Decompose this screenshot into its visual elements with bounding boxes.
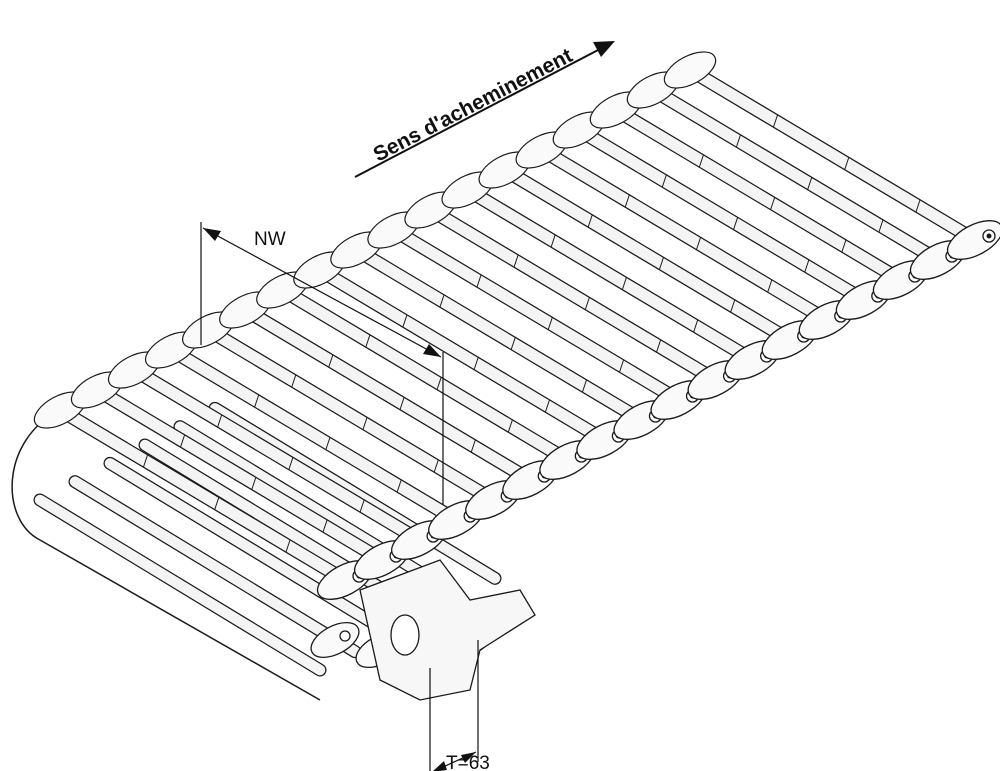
back-chain	[33, 51, 717, 429]
roller-segment-joint	[584, 297, 590, 310]
roller-segment-joint	[214, 497, 220, 510]
nw-dimension	[200, 222, 444, 505]
roller-segment-joint	[767, 279, 773, 293]
roller-segment-joint	[476, 274, 482, 288]
roller-segment-joint	[143, 454, 148, 468]
roller-segment-joint	[322, 519, 328, 533]
roller-segment-joint	[396, 479, 402, 493]
roller	[239, 304, 537, 486]
roller-segment-joint	[770, 197, 776, 210]
roller-segment-joint	[661, 174, 667, 188]
chain-pin-center	[986, 233, 992, 239]
roller	[684, 64, 981, 246]
roller	[165, 344, 462, 526]
roller	[536, 144, 833, 326]
roller-segment-joint	[619, 359, 625, 373]
roller-segment-joint	[624, 194, 630, 208]
roller-segment-joint	[730, 299, 736, 313]
roller-segment-joint	[510, 337, 516, 350]
roller	[313, 264, 611, 446]
roller-segment-joint	[841, 239, 847, 253]
return-strand	[11, 401, 502, 701]
roller-segment-joint	[362, 417, 368, 430]
roller-segment-joint	[696, 237, 701, 250]
roller	[128, 364, 425, 546]
roller	[461, 184, 759, 366]
roller-segment-joint	[180, 434, 186, 448]
return-roller	[104, 458, 396, 639]
roller-segment-joint	[878, 219, 884, 233]
roller-segment-joint	[365, 334, 371, 348]
roller-segment-joint	[693, 319, 699, 333]
roller-segment-joint	[436, 377, 442, 390]
roller-segment-joint	[217, 414, 223, 428]
roller-segment-joint	[915, 199, 921, 213]
roller-segment-joint	[254, 394, 260, 408]
pitch-label: T=63	[446, 753, 490, 771]
roller-segment-joint	[658, 257, 664, 270]
drive-sprocket	[359, 559, 536, 701]
roller-segment-joint	[291, 374, 297, 388]
roller-segment-joint	[433, 459, 439, 473]
chain-plate	[663, 51, 717, 89]
roller	[202, 324, 499, 506]
roller-segment-joint	[735, 134, 741, 148]
roller	[387, 224, 685, 406]
roller-segment-joint	[288, 457, 294, 470]
roller-segment-joint	[513, 254, 519, 268]
roller-segment-joint	[439, 294, 445, 308]
return-roller	[34, 494, 326, 676]
roller-segment-joint	[587, 214, 593, 228]
roller-segment-joint	[470, 439, 476, 453]
roller-segment-joint	[581, 379, 587, 393]
roller-segment-joint	[328, 354, 334, 368]
roller-segment-joint	[359, 499, 365, 513]
roller	[276, 284, 574, 466]
rollers	[53, 63, 982, 587]
roller-segment-joint	[285, 539, 291, 553]
roller	[573, 124, 870, 306]
roller	[424, 204, 722, 386]
roller	[350, 244, 648, 426]
roller-segment-joint	[325, 437, 331, 450]
roller-segment-joint	[402, 314, 408, 328]
roller	[647, 84, 944, 266]
roller-segment-joint	[773, 114, 778, 128]
roller-segment-joint	[507, 419, 513, 433]
nw-label: NW	[254, 229, 286, 250]
roller-segment-joint	[399, 397, 405, 410]
return-roller	[69, 476, 361, 657]
shaft	[390, 614, 420, 656]
return-roller	[209, 403, 501, 584]
roller-segment-joint	[621, 277, 627, 290]
roller-segment-joint	[733, 217, 739, 230]
roller	[91, 384, 388, 566]
roller-segment-joint	[804, 259, 810, 273]
roller	[54, 404, 351, 586]
roller-segment-joint	[473, 357, 479, 370]
roller-segment-joint	[544, 399, 550, 413]
roller-segment-joint	[251, 477, 257, 490]
roller-segment-joint	[656, 339, 662, 353]
roller-segment-joint	[807, 177, 813, 190]
roller-segment-joint	[550, 234, 556, 248]
chain-pin	[339, 630, 351, 642]
roller-segment-joint	[698, 154, 704, 168]
roller-segment-joint	[844, 157, 850, 170]
direction-arrow	[354, 41, 615, 178]
return-roller	[174, 421, 466, 602]
roller	[610, 104, 907, 286]
roller	[498, 164, 796, 346]
roller-segment-joint	[547, 317, 553, 330]
pitch-dimension	[429, 640, 479, 771]
